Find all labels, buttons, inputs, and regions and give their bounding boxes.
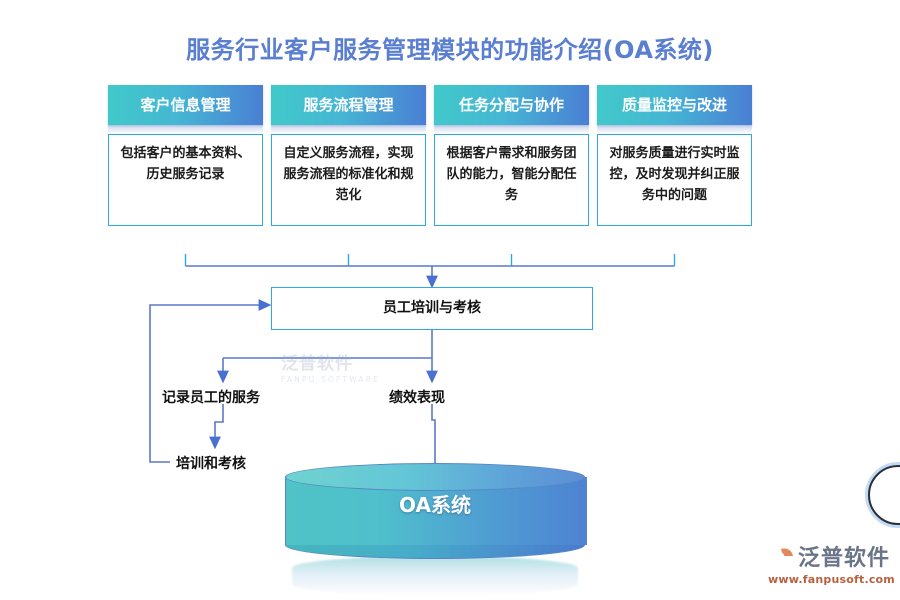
feature-card-header: 任务分配与协作: [434, 85, 589, 125]
feature-card-header: 客户信息管理: [108, 85, 263, 125]
flow-node-performance[interactable]: 绩效表现: [389, 390, 445, 406]
cylinder-top-ellipse: [285, 463, 585, 491]
page-title: 服务行业客户服务管理模块的功能介绍(OA系统): [186, 36, 714, 64]
feature-card-0[interactable]: 客户信息管理 包括客户的基本资料、历史服务记录: [108, 85, 263, 226]
database-cylinder-oa-system[interactable]: OA系统: [285, 463, 587, 559]
logo-url-text: www.fanpusoft.com: [768, 573, 895, 586]
cylinder-reflection: [292, 556, 578, 596]
feature-card-body: 对服务质量进行实时监控，及时发现并纠正服务中的问题: [597, 134, 752, 226]
card-shadow-strip: [434, 125, 589, 134]
feature-card-body: 根据客户需求和服务团队的能力，智能分配任务: [434, 134, 589, 226]
feature-card-body: 包括客户的基本资料、历史服务记录: [108, 134, 263, 226]
flow-node-record[interactable]: 记录员工的服务: [162, 390, 260, 406]
card-shadow-strip: [597, 125, 752, 134]
card-shadow-strip: [108, 125, 263, 134]
fanpu-logo-icon: [768, 546, 793, 569]
database-label: OA系统: [399, 493, 471, 517]
card-shadow-strip: [271, 125, 426, 134]
feature-card-header: 服务流程管理: [271, 85, 426, 125]
feature-card-2[interactable]: 任务分配与协作 根据客户需求和服务团队的能力，智能分配任务: [434, 85, 589, 226]
feature-card-1[interactable]: 服务流程管理 自定义服务流程，实现服务流程的标准化和规范化: [271, 85, 426, 226]
process-box-employee-training[interactable]: 员工培训与考核: [271, 287, 593, 330]
brand-logo: 泛普软件 www.fanpusoft.com: [768, 540, 895, 586]
feature-card-body: 自定义服务流程，实现服务流程的标准化和规范化: [271, 134, 426, 226]
feature-card-3[interactable]: 质量监控与改进 对服务质量进行实时监控，及时发现并纠正服务中的问题: [597, 85, 752, 226]
flow-node-training[interactable]: 培训和考核: [176, 456, 246, 472]
logo-cn-text: 泛普软件: [798, 546, 891, 571]
feature-card-header: 质量监控与改进: [597, 85, 752, 125]
